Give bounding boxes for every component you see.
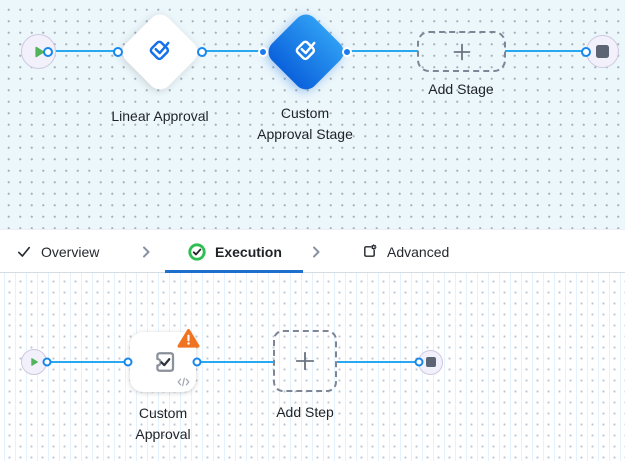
tab-execution-label: Execution [215, 243, 282, 260]
code-icon [177, 377, 190, 387]
edge-addstep-to-end [337, 361, 419, 363]
stage-canvas[interactable]: Linear Approval Custom Approval Stage Ad… [0, 0, 625, 229]
add-step-button[interactable] [273, 330, 337, 392]
step-canvas[interactable]: Custom Approval Add Step [0, 273, 625, 461]
stage-end-node[interactable] [585, 34, 619, 68]
stage-label-custom-approval-stage: Custom Approval Stage [257, 103, 353, 145]
check-icon [18, 246, 31, 257]
plus-icon [295, 351, 315, 371]
add-stage-button[interactable] [417, 31, 506, 72]
play-icon [31, 358, 38, 366]
port-stage-start[interactable] [42, 46, 53, 57]
tab-execution[interactable]: Execution [188, 230, 282, 273]
edge-start-to-step [47, 361, 128, 363]
chevron-right-icon [313, 246, 320, 258]
step-node-custom-approval[interactable] [130, 328, 200, 392]
tab-advanced-label: Advanced [387, 243, 450, 260]
chevron-right-icon [143, 246, 150, 258]
label-line: Approval Stage [257, 126, 353, 142]
warning-triangle-icon [177, 328, 200, 348]
port-step-right[interactable] [192, 357, 201, 367]
active-tab-underline [165, 270, 303, 273]
edge-step-to-addstep [196, 361, 273, 363]
plus-icon [453, 43, 470, 60]
label-line: Approval [135, 426, 191, 442]
stage-label-add-stage: Add Stage [428, 81, 494, 97]
edge-linear-to-custom [202, 50, 264, 52]
port-step-end[interactable] [414, 357, 423, 367]
stop-icon [425, 357, 436, 367]
edge-start-to-linear [47, 50, 119, 52]
step-label-custom-approval: Custom Approval [135, 403, 190, 445]
puzzle-check-icon [156, 352, 175, 372]
stop-icon [595, 44, 609, 58]
edge-addstage-to-end [505, 50, 586, 52]
tab-overview-label: Overview [41, 243, 100, 260]
stage-label-linear-approval: Linear Approval [111, 108, 209, 124]
edge-custom-to-addstage [347, 50, 418, 52]
step-label-add-step: Add Step [276, 404, 334, 420]
port-custom-right[interactable] [342, 46, 352, 57]
box-gear-icon [364, 244, 377, 257]
port-linear-right[interactable] [197, 46, 207, 57]
label-line: Custom [280, 105, 330, 121]
port-step-start[interactable] [42, 357, 52, 367]
check-circle-icon [188, 242, 206, 261]
play-icon [34, 46, 44, 57]
approval-check-icon [145, 34, 175, 69]
approval-check-icon [291, 34, 321, 69]
tab-advanced[interactable]: Advanced [361, 230, 449, 273]
port-step-left[interactable] [123, 357, 133, 367]
port-linear-left[interactable] [113, 46, 123, 57]
label-line: Custom [138, 405, 188, 421]
port-stage-end[interactable] [580, 46, 591, 57]
tab-overview[interactable]: Overview [16, 230, 99, 273]
tab-bar: Overview Execution Advanced [0, 229, 625, 273]
port-custom-left[interactable] [258, 46, 268, 57]
